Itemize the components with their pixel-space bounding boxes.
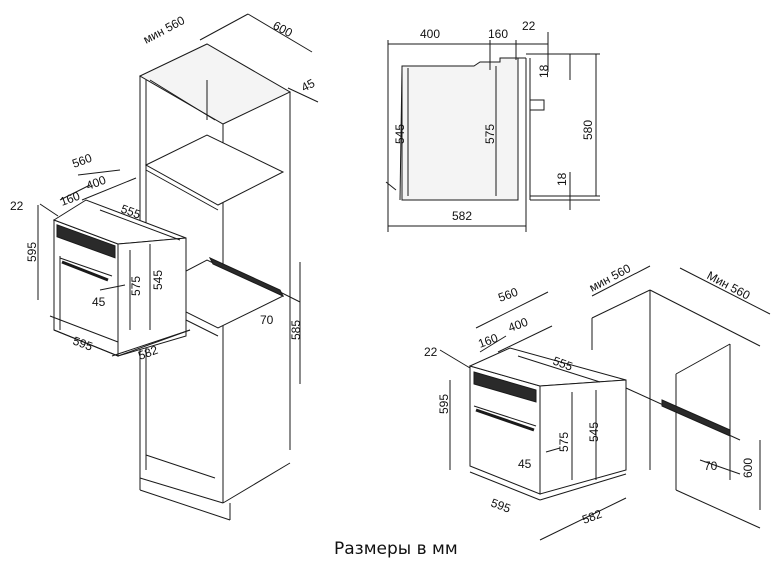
vent-slot [208, 256, 285, 298]
oven-control-panel [56, 224, 116, 259]
oven-side-body [401, 57, 519, 201]
tc-oven-400: 400 [84, 173, 108, 193]
uc-oven-45: 45 [518, 457, 532, 471]
uc-cab-600: 600 [741, 458, 755, 478]
sv-575: 575 [483, 124, 497, 144]
uc-cab-min560-b: Мин 560 [705, 268, 753, 302]
sv-18-bottom: 18 [555, 172, 569, 186]
uc-oven-555: 555 [551, 354, 575, 374]
tc-oven-560: 560 [70, 151, 94, 171]
sv-160: 160 [488, 27, 508, 41]
tc-oven-582: 582 [136, 343, 160, 363]
tc-cab-45: 45 [299, 76, 318, 95]
uc-oven-595-h: 595 [437, 394, 451, 414]
tc-oven-595-h: 595 [25, 242, 39, 262]
tc-cab-585: 585 [289, 320, 303, 340]
uc-oven-560: 560 [496, 285, 520, 305]
sv-580: 580 [581, 120, 595, 140]
vent-slot-under [661, 399, 731, 437]
uc-oven-22: 22 [424, 345, 438, 359]
tc-oven-545: 545 [151, 270, 165, 290]
tc-cab-min560: мин 560 [141, 13, 188, 47]
uc-oven-595-w: 595 [489, 496, 513, 516]
sv-18-top: 18 [537, 64, 551, 78]
tc-oven-160: 160 [58, 189, 82, 209]
sv-22: 22 [522, 19, 536, 33]
cabinet-top-panel [138, 43, 292, 125]
uc-oven-575: 575 [557, 432, 571, 452]
uc-oven-545: 545 [587, 422, 601, 442]
uc-cab-70: 70 [704, 459, 718, 473]
tc-oven-45: 45 [92, 295, 106, 309]
under-counter-drawing [439, 265, 771, 541]
uc-oven-400: 400 [506, 315, 530, 335]
tc-oven-555: 555 [119, 202, 143, 222]
tall-cabinet-drawing [37, 13, 319, 521]
tc-cab-70: 70 [260, 313, 274, 327]
dimensions-caption: Размеры в мм [334, 539, 458, 559]
sv-545: 545 [393, 124, 407, 144]
sv-400: 400 [420, 27, 440, 41]
tc-oven-595-w: 595 [71, 334, 95, 354]
tc-oven-22: 22 [10, 199, 24, 213]
tc-cab-600: 600 [271, 18, 296, 40]
side-view-drawing [385, 32, 600, 232]
oven-control-panel-under [473, 371, 537, 403]
sv-582: 582 [452, 209, 472, 223]
uc-oven-582: 582 [580, 507, 604, 527]
tc-oven-575: 575 [129, 276, 143, 296]
uc-oven-160: 160 [476, 331, 500, 351]
